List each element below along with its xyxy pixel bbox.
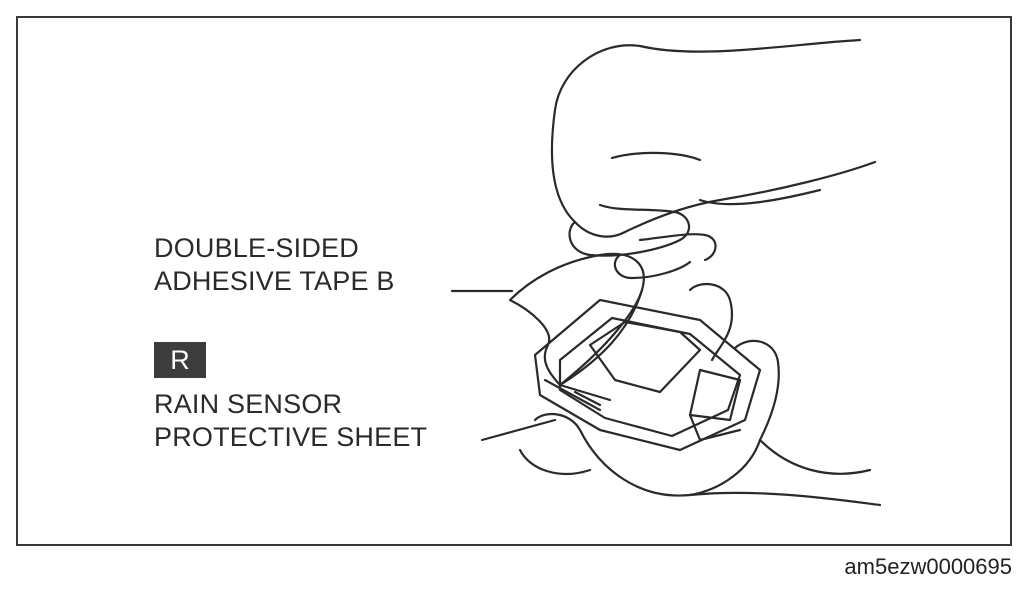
tape-label-line1: DOUBLE-SIDED	[154, 233, 359, 263]
rain-sensor-label: RAIN SENSOR PROTECTIVE SHEET	[154, 388, 427, 454]
sensor-body	[533, 298, 762, 452]
tape-label-line2: ADHESIVE TAPE B	[154, 266, 395, 296]
figure-id: am5ezw0000695	[844, 554, 1012, 579]
r-badge: R	[154, 342, 206, 378]
rain-label-line1: RAIN SENSOR	[154, 389, 343, 419]
leader-rain	[480, 418, 557, 442]
lower-hand	[688, 282, 733, 362]
tape-label: DOUBLE-SIDED ADHESIVE TAPE B	[154, 232, 395, 298]
upper-hand	[550, 38, 877, 238]
rain-label-line2: PROTECTIVE SHEET	[154, 422, 428, 452]
figure-frame	[16, 16, 1012, 546]
